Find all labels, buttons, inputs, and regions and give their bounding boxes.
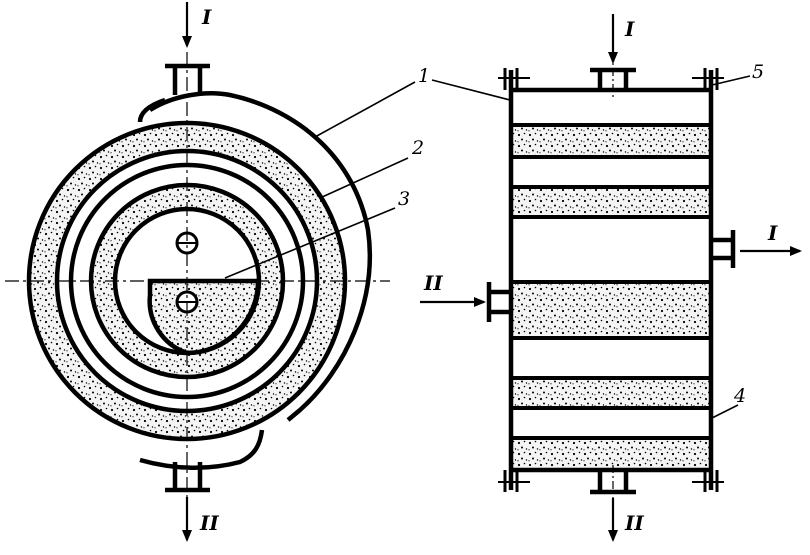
- flow-label-bottom-left: II: [199, 511, 219, 535]
- layer-band-3: [509, 185, 713, 219]
- layer-band-1: [509, 123, 713, 159]
- corner-flange-top-left: [498, 68, 530, 90]
- leader-line-1: [314, 81, 416, 138]
- layer-band-8: [509, 436, 713, 472]
- bottom-nozzle-side-view: [590, 465, 636, 500]
- leader-line-4: [711, 404, 739, 419]
- layer-band-4: [509, 280, 713, 340]
- flow-label-left: II: [423, 271, 443, 295]
- layer-band-6: [509, 376, 713, 410]
- outer-shell-crescent: [148, 91, 373, 422]
- callout-5: 5: [752, 61, 764, 83]
- layer-bands: [509, 123, 713, 472]
- right-nozzle-side-view: [711, 230, 736, 268]
- corner-flange-bottom-right: [692, 470, 724, 492]
- callout-3: 3: [398, 188, 410, 210]
- flow-label-bottom-right: II: [624, 511, 644, 535]
- callout-1: 1: [418, 65, 430, 87]
- callout-2: 2: [411, 137, 424, 159]
- flow-label-right: I: [767, 221, 778, 245]
- side-section-view: [420, 14, 802, 542]
- plan-view: [5, 2, 416, 542]
- outer-shell-crescent-upper: [137, 97, 166, 123]
- layer-band-5: [509, 336, 713, 380]
- corner-flange-bottom-left: [498, 470, 530, 492]
- left-nozzle-side-view: [486, 282, 511, 322]
- leader-line-2: [319, 157, 409, 199]
- corner-flange-top-right: [692, 68, 724, 90]
- flow-label-top-right: I: [624, 17, 635, 41]
- layer-band-7: [509, 406, 713, 440]
- flow-label-top-left: I: [201, 5, 212, 29]
- leader-line-5: [711, 75, 751, 86]
- leader-line-1-right: [431, 79, 511, 101]
- leader-line-3: [224, 207, 396, 279]
- callout-4: 4: [733, 385, 746, 407]
- outer-shell-crescent-lower: [139, 429, 265, 471]
- layer-band-2: [509, 155, 713, 189]
